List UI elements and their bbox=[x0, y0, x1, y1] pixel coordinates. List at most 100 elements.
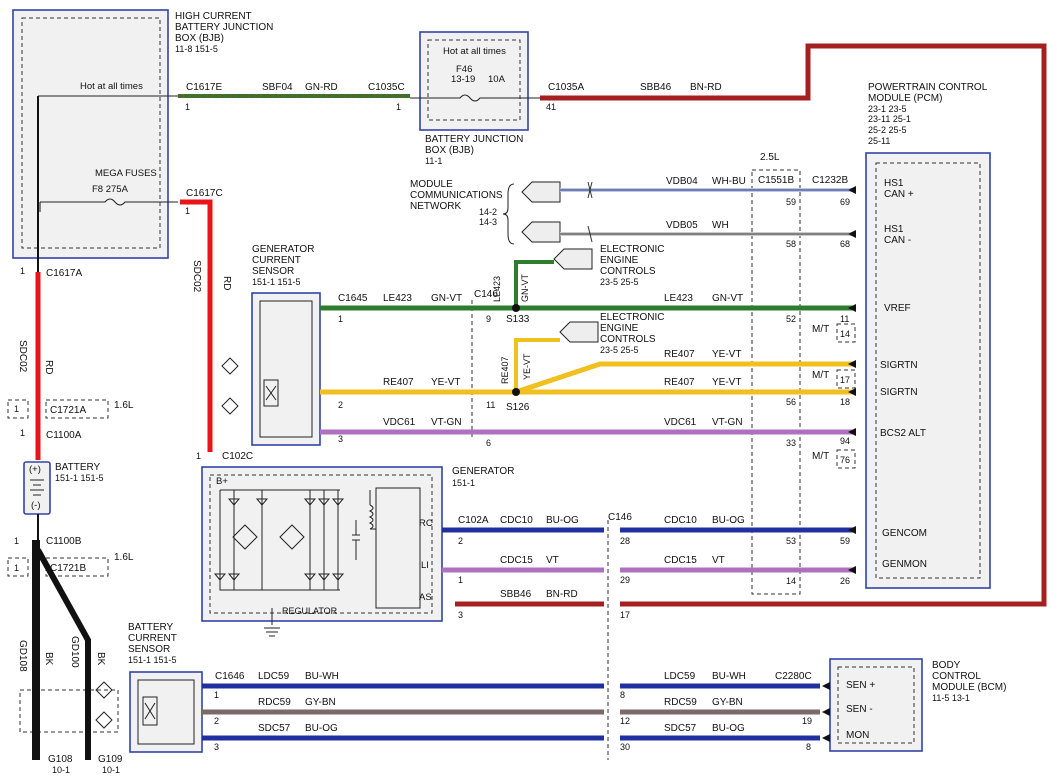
conn-c1617a: C1617A bbox=[46, 268, 82, 279]
conn-c146-b: C146 bbox=[608, 512, 632, 523]
mcn-ref-1: 14-2 bbox=[479, 207, 497, 217]
pin-1a: 1 bbox=[185, 102, 190, 112]
pin-1c: 1 bbox=[185, 206, 190, 216]
bcs-title-3: SENSOR bbox=[128, 644, 170, 655]
circuit-cdc10-a: CDC10 bbox=[500, 515, 533, 526]
circuit-cdc10-color-a: BU-OG bbox=[546, 515, 579, 526]
pin-3a: 3 bbox=[338, 434, 343, 444]
battery-ref: 151-1 151-5 bbox=[55, 473, 104, 483]
bcm-pin-sen-minus: SEN - bbox=[846, 704, 873, 715]
pcm-ref-1: 23-1 23-5 bbox=[868, 104, 907, 114]
pin-76: 76 bbox=[840, 455, 850, 465]
circuit-sbb46-color: BN-RD bbox=[690, 82, 722, 93]
pcm: POWERTRAIN CONTROL MODULE (PCM) 23-1 23-… bbox=[865, 82, 991, 589]
circuit-le423-a: LE423 bbox=[383, 293, 412, 304]
mcn-connector-icon-1 bbox=[521, 181, 561, 203]
eec-2: ELECTRONIC ENGINE CONTROLS 23-5 25-5 bbox=[559, 312, 664, 355]
fuse-f46-symbol bbox=[410, 94, 540, 102]
circuit-rdc59-b: RDC59 bbox=[664, 697, 697, 708]
mt-box-76 bbox=[836, 449, 856, 469]
fuse-f46-label: F46 bbox=[456, 64, 472, 75]
mcn-brace-icon bbox=[502, 183, 515, 245]
bjb: Hot at all times F46 13-19 10A BATTERY J… bbox=[410, 31, 540, 166]
label-1-6l-a: 1.6L bbox=[114, 400, 134, 411]
circuit-le423-vert-color: GN-VT bbox=[520, 274, 530, 303]
pin-53: 53 bbox=[786, 536, 796, 546]
pin-3c: 3 bbox=[214, 742, 219, 752]
battery-current-sensor: BATTERY CURRENT SENSOR 151-1 151-5 bbox=[128, 622, 203, 753]
sensor-tap-icons bbox=[95, 357, 239, 729]
bcm: BODY CONTROL MODULE (BCM) 11-5 13-1 SEN … bbox=[829, 658, 1006, 752]
conn-c1617e: C1617E bbox=[186, 82, 222, 93]
pcm-pin-genmon: GENMON bbox=[882, 559, 927, 570]
eec2-ref: 23-5 25-5 bbox=[600, 345, 639, 355]
generator-bplus-label: B+ bbox=[216, 476, 228, 487]
circuit-re407-color-c: YE-VT bbox=[712, 349, 741, 360]
mcn-connector-icon-2 bbox=[521, 221, 561, 243]
circuit-rdc59-color-b: GY-BN bbox=[712, 697, 743, 708]
pin-1b: 1 bbox=[396, 102, 401, 112]
circuit-cdc10-color-b: BU-OG bbox=[712, 515, 745, 526]
bjb-title-2: BOX (BJB) bbox=[425, 145, 474, 156]
circuit-le423-b: LE423 bbox=[664, 293, 693, 304]
pcm-pin-hs1-plus: HS1 bbox=[884, 178, 904, 189]
circuit-gd100-color: BK bbox=[95, 652, 106, 666]
circuit-vdc61-b: VDC61 bbox=[664, 417, 697, 428]
pcm-ref-2: 23-11 25-1 bbox=[868, 114, 911, 124]
pin-1e: 1 bbox=[14, 404, 19, 414]
mcn-title-2: COMMUNICATIONS bbox=[410, 190, 503, 201]
pin-8b: 8 bbox=[806, 742, 811, 752]
pin-numbers: 1 1 41 1 1 1 1 1 1 1 1 59 69 58 68 9 52 … bbox=[14, 102, 850, 752]
wire-re407-sigrtn1 bbox=[515, 361, 856, 395]
circuit-re407-b: RE407 bbox=[664, 377, 695, 388]
pin-1k: 1 bbox=[458, 575, 463, 585]
pin-8a: 8 bbox=[620, 690, 625, 700]
bcm-pin-sen-plus: SEN + bbox=[846, 680, 875, 691]
twisted-pair-icon bbox=[587, 181, 593, 243]
pin-26: 26 bbox=[840, 576, 850, 586]
eec1-title-3: CONTROLS bbox=[600, 266, 656, 277]
bjb-ref: 11-1 bbox=[425, 156, 442, 166]
pcm-pin-gencom: GENCOM bbox=[882, 528, 927, 539]
pin-12: 12 bbox=[620, 716, 630, 726]
pin-11: 11 bbox=[840, 314, 849, 324]
pcm-title-1: POWERTRAIN CONTROL bbox=[868, 82, 988, 93]
circuit-rd-left: RD bbox=[43, 360, 54, 374]
pin-69: 69 bbox=[840, 197, 850, 207]
ground-g109-ref: 10-1 bbox=[102, 765, 120, 775]
pin-59: 59 bbox=[786, 197, 796, 207]
circuit-re407-color-a: YE-VT bbox=[431, 377, 460, 388]
conn-c1100a: C1100A bbox=[46, 430, 82, 441]
conn-c1721a: C1721A bbox=[50, 405, 86, 416]
mega-fuses-label: MEGA FUSES bbox=[95, 168, 157, 179]
generator-ref: 151-1 bbox=[452, 478, 475, 488]
circuit-vdb04-color: WH-BU bbox=[712, 176, 746, 187]
mcn-title-3: NETWORK bbox=[410, 201, 461, 212]
ground-g108: G108 bbox=[48, 754, 73, 765]
pin-9: 9 bbox=[486, 314, 491, 324]
generator: GENERATOR 151-1 B+ RC LI AS REGULATOR bbox=[201, 466, 514, 637]
engine-2-5l-label: 2.5L bbox=[760, 152, 780, 163]
pin-2c: 2 bbox=[214, 716, 219, 726]
circuit-ldc59-color-b: BU-WH bbox=[712, 671, 746, 682]
circuit-sdc57-color-a: BU-OG bbox=[305, 723, 338, 734]
ground-g109: G109 bbox=[98, 754, 123, 765]
generator-title: GENERATOR bbox=[452, 466, 514, 477]
pin-19: 19 bbox=[802, 716, 812, 726]
circuit-re407-a: RE407 bbox=[383, 377, 414, 388]
circuit-sdc57-b: SDC57 bbox=[664, 723, 697, 734]
circuit-vdb05-color: WH bbox=[712, 220, 729, 231]
label-mt-1: M/T bbox=[812, 324, 829, 335]
wire-gd100 bbox=[35, 548, 91, 760]
circuit-vdc61-color-a: VT-GN bbox=[431, 417, 462, 428]
pin-17: 17 bbox=[840, 375, 850, 385]
circuit-rdc59-a: RDC59 bbox=[258, 697, 291, 708]
pin-1d: 1 bbox=[20, 266, 25, 276]
c1721a-box bbox=[45, 399, 109, 419]
label-mt-3: M/T bbox=[812, 451, 829, 462]
conn-c102c: C102C bbox=[222, 451, 253, 462]
gcs-title-1: GENERATOR bbox=[252, 244, 314, 255]
generator-pin-li: LI bbox=[421, 560, 429, 571]
pcm-pin-hs1-minus: HS1 bbox=[884, 224, 904, 235]
